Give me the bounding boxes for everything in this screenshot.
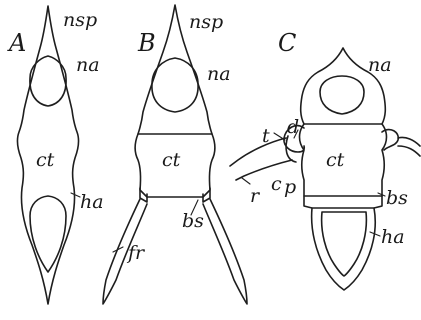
- panel-c-letter: C: [278, 29, 296, 57]
- panel-c-label-na: na: [368, 54, 392, 76]
- panel-b-label-fr: fr: [126, 242, 146, 264]
- panel-c-r-leader: [242, 178, 250, 184]
- panel-c-basal-stump: [304, 196, 382, 208]
- panel-c-rib-upper: [230, 138, 286, 166]
- panel-c-label-t: t: [262, 125, 270, 147]
- panel-b-label-ct: ct: [162, 149, 181, 171]
- panel-a-label-ha: ha: [80, 191, 104, 213]
- panel-a-label-ct: ct: [36, 149, 55, 171]
- panel-c-label-d: d: [287, 116, 299, 138]
- panel-a-neural-canal: [30, 56, 66, 106]
- panel-c-label-bs: bs: [386, 187, 408, 209]
- panel-c-label-ha: ha: [381, 226, 405, 248]
- panel-c-label-ct: ct: [326, 149, 345, 171]
- panel-b-label-bs: bs: [182, 210, 204, 232]
- panel-c-haemal-canal: [322, 212, 367, 276]
- panel-a-label-na: na: [76, 54, 100, 76]
- panel-c-right-rib: [398, 137, 420, 156]
- panel-c-label-r: r: [250, 185, 261, 207]
- panel-b-letter: B: [137, 29, 156, 57]
- panel-c-label-c: c: [271, 173, 282, 195]
- panel-c-neural-canal: [320, 76, 364, 114]
- panel-b-label-na: na: [207, 63, 231, 85]
- panel-a-ha-leader: [71, 193, 80, 197]
- panel-c-label-p: p: [284, 176, 296, 198]
- panel-b-right-rib: [203, 199, 247, 304]
- panel-b-label-nsp: nsp: [189, 11, 223, 33]
- panel-a-label-nsp: nsp: [63, 9, 97, 31]
- panel-a-haemal-canal: [30, 196, 66, 272]
- panel-a-letter: A: [7, 29, 26, 57]
- panel-c-vertebra: [230, 48, 420, 290]
- panel-b-neural-canal: [152, 58, 198, 112]
